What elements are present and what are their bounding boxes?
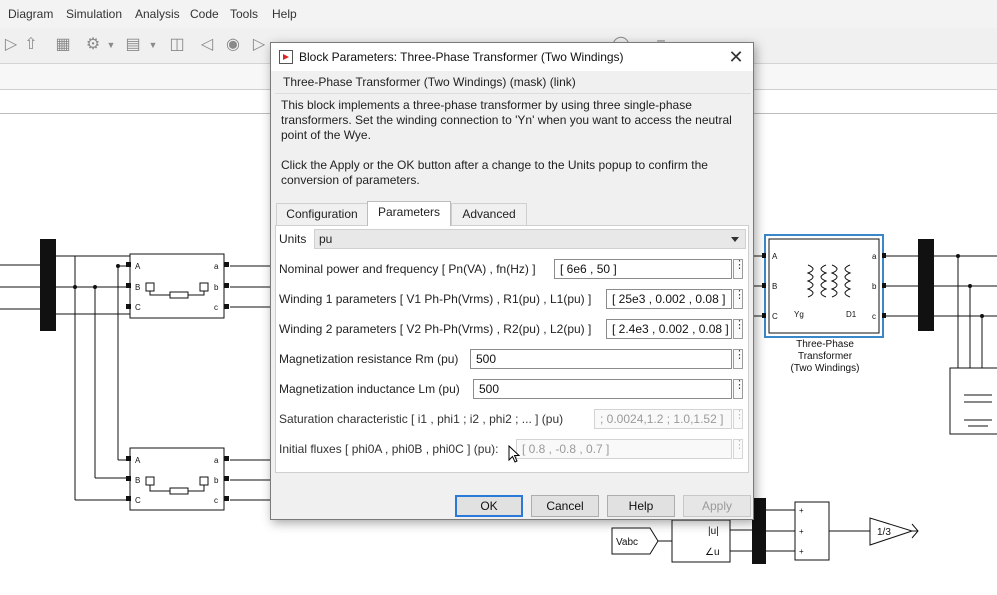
tf-port-out-c: c	[872, 312, 876, 321]
parameters-panel: Units pu Nominal power and frequency [ P…	[275, 225, 749, 473]
tab-advanced[interactable]: Advanced	[451, 203, 527, 225]
initial-fluxes-menu-icon[interactable]: ⋮	[733, 439, 745, 459]
mouse-cursor-icon	[508, 445, 520, 463]
tf-port-b: B	[772, 282, 777, 291]
menu-code[interactable]: Code	[190, 7, 219, 21]
initial-fluxes-label: Initial fluxes [ phi0A , phi0B , phi0C ]…	[279, 442, 499, 456]
dialog-titlebar[interactable]: Block Parameters: Three-Phase Transforme…	[271, 43, 753, 71]
sum-sign-3: +	[799, 547, 804, 556]
cancel-button[interactable]: Cancel	[531, 495, 599, 517]
model-browser-icon[interactable]: ▦	[55, 36, 71, 53]
description-text: This block implements a three-phase tran…	[281, 98, 732, 142]
tab-configuration[interactable]: Configuration	[276, 203, 368, 225]
saturation-field[interactable]: ; 0.0024,1.2 ; 1.0,1.52 ]	[594, 409, 732, 429]
apply-button[interactable]: Apply	[683, 495, 751, 517]
winding2-label: Winding 2 parameters [ V2 Ph-Ph(Vrms) , …	[279, 322, 592, 336]
abs-u-label: |u|	[708, 526, 719, 537]
dialog-title: Block Parameters: Three-Phase Transforme…	[299, 50, 624, 64]
upper-port-c: C	[135, 303, 141, 312]
sum-sign-2: +	[799, 527, 804, 536]
lower-port-a: A	[135, 456, 141, 465]
winding2-field[interactable]: [ 2.4e3 , 0.002 , 0.08 ]	[606, 319, 732, 339]
gear-icon[interactable]: ⚙	[85, 36, 101, 53]
description-box: This block implements a three-phase tran…	[275, 93, 751, 195]
record-icon[interactable]: ◫	[169, 36, 185, 53]
upper-port-a: A	[135, 262, 141, 271]
tf-port-out-b: b	[872, 282, 877, 291]
library-icon[interactable]: ▤	[125, 36, 141, 53]
up-arrow-icon[interactable]: ⇧	[24, 36, 38, 53]
tf-port-a: A	[772, 252, 778, 261]
tf-d1-label: D1	[846, 310, 857, 319]
close-button[interactable]: ✕	[728, 47, 744, 67]
tf-name-3: (Two Windings)	[791, 363, 860, 374]
menu-analysis[interactable]: Analysis	[135, 7, 180, 21]
rm-label: Magnetization resistance Rm (pu)	[279, 352, 459, 366]
mask-title: Three-Phase Transformer (Two Windings) (…	[283, 75, 576, 89]
upper-port-out-b: b	[214, 283, 219, 292]
lower-port-out-a: a	[214, 456, 219, 465]
simulink-block-icon	[279, 50, 293, 64]
units-dropdown[interactable]: pu	[314, 229, 746, 249]
saturation-menu-icon[interactable]: ⋮	[733, 409, 745, 429]
initial-fluxes-field[interactable]: [ 0.8 , -0.8 , 0.7 ]	[516, 439, 732, 459]
nominal-power-field[interactable]: [ 6e6 , 50 ]	[554, 259, 732, 279]
winding1-label: Winding 1 parameters [ V1 Ph-Ph(Vrms) , …	[279, 292, 592, 306]
ok-button[interactable]: OK	[455, 495, 523, 517]
lower-port-out-c: c	[214, 496, 218, 505]
winding1-menu-icon[interactable]: ⋮	[733, 289, 745, 309]
units-label: Units	[279, 232, 307, 246]
sum-sign-1: +	[799, 506, 804, 515]
step-forward-icon[interactable]: ▷	[252, 36, 266, 53]
menu-simulation[interactable]: Simulation	[66, 7, 123, 21]
vabc-label: Vabc	[616, 537, 638, 548]
chevron-down-icon[interactable]: ▼	[148, 40, 158, 50]
upper-port-out-c: c	[214, 303, 218, 312]
lm-menu-icon[interactable]: ⋮	[733, 379, 745, 399]
lower-port-c: C	[135, 496, 141, 505]
upper-port-b: B	[135, 283, 140, 292]
help-button[interactable]: Help	[607, 495, 675, 517]
chevron-down-icon	[731, 237, 739, 242]
gain-label: 1/3	[877, 527, 891, 538]
angle-u-label: ∠u	[705, 547, 720, 558]
lm-label: Magnetization inductance Lm (pu)	[279, 382, 460, 396]
lm-field[interactable]: 500	[473, 379, 732, 399]
menu-tools[interactable]: Tools	[230, 7, 259, 21]
rm-field[interactable]: 500	[470, 349, 732, 369]
chevron-down-icon[interactable]: ▼	[106, 40, 116, 50]
menu-help[interactable]: Help	[272, 7, 297, 21]
tf-name-2: Transformer	[798, 351, 853, 362]
tf-port-out-a: a	[872, 252, 877, 261]
tf-yg-label: Yg	[794, 310, 804, 319]
winding2-menu-icon[interactable]: ⋮	[733, 319, 745, 339]
run-icon[interactable]: ◉	[226, 36, 240, 53]
tab-parameters[interactable]: Parameters	[367, 201, 451, 226]
nominal-power-label: Nominal power and frequency [ Pn(VA) , f…	[279, 262, 536, 276]
lower-port-b: B	[135, 476, 140, 485]
step-back-icon[interactable]: ◁	[200, 36, 214, 53]
nominal-power-menu-icon[interactable]: ⋮	[733, 259, 745, 279]
menu-diagram[interactable]: Diagram	[8, 7, 54, 21]
saturation-label: Saturation characteristic [ i1 , phi1 ; …	[279, 412, 564, 426]
lower-port-out-b: b	[214, 476, 219, 485]
upper-port-out-a: a	[214, 262, 219, 271]
block-parameters-dialog: Block Parameters: Three-Phase Transforme…	[270, 42, 754, 520]
winding1-field[interactable]: [ 25e3 , 0.002 , 0.08 ]	[606, 289, 732, 309]
units-value: pu	[319, 232, 333, 246]
menubar: Diagram Simulation Analysis Code Tools H…	[0, 0, 997, 28]
tf-name-1: Three-Phase	[796, 339, 854, 350]
tf-port-c: C	[772, 312, 778, 321]
forward-arrow-icon[interactable]: ▷	[4, 36, 18, 53]
rm-menu-icon[interactable]: ⋮	[733, 349, 745, 369]
description-text-2: Click the Apply or the OK button after a…	[281, 158, 708, 187]
